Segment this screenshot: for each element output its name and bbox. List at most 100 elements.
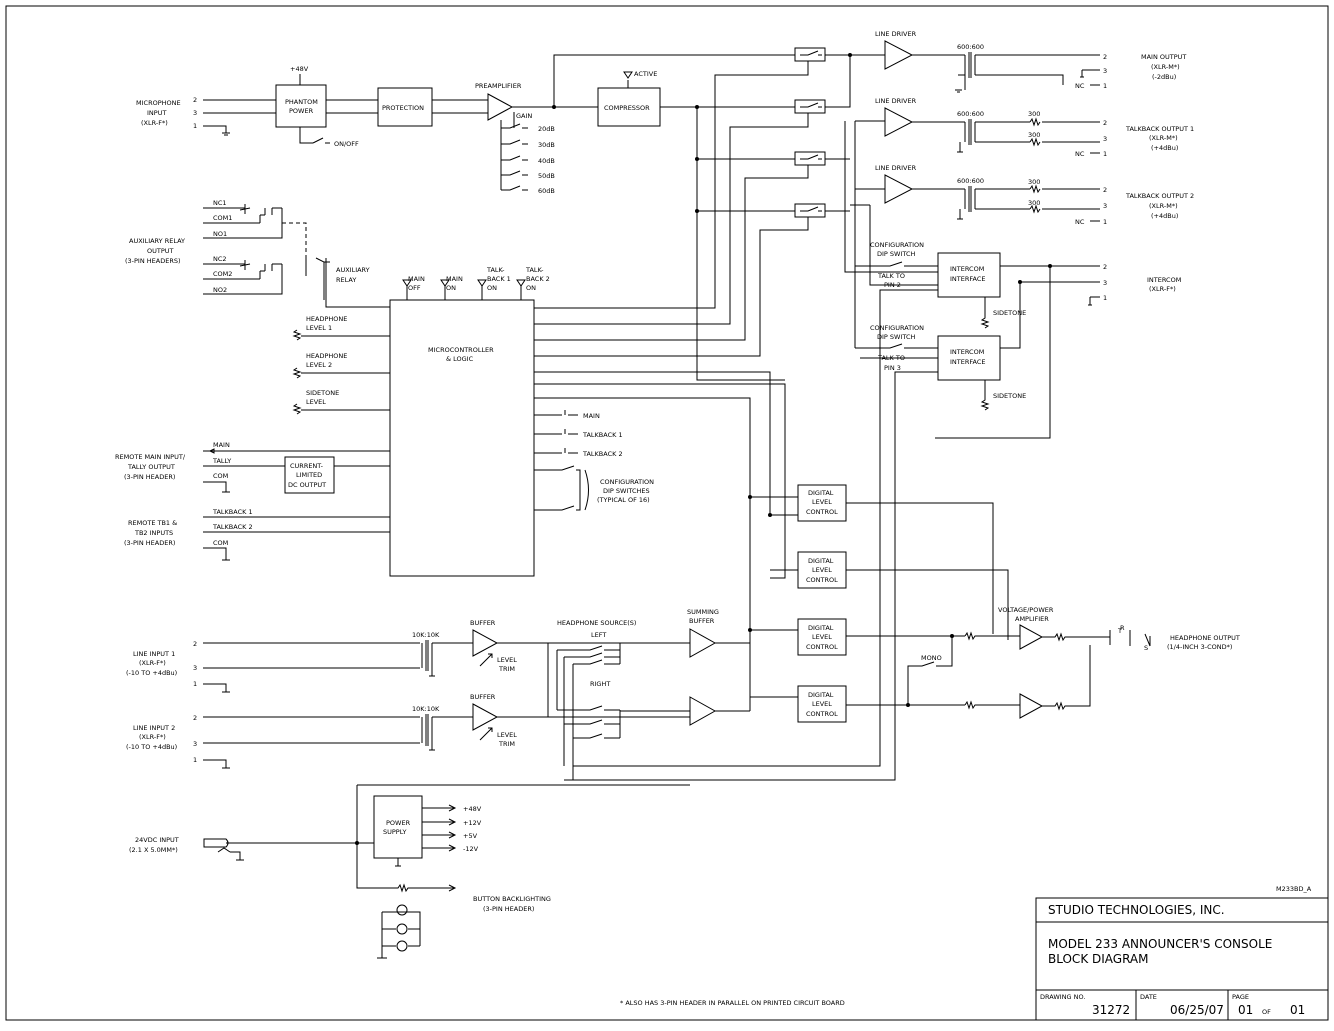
aux-out-label-2: OUTPUT: [147, 247, 174, 255]
preamp-triangle: [487, 93, 514, 121]
vamp-2: AMPLIFIER: [1015, 615, 1049, 623]
tb2-label-3: (+4dBu): [1151, 212, 1178, 220]
rem-pin-com: COM: [213, 472, 228, 480]
doc-id: M233BD_A: [1276, 885, 1312, 893]
mic-label-2: INPUT: [147, 109, 166, 117]
bl-1: BUTTON BACKLIGHTING: [473, 895, 551, 903]
sw-main: MAIN: [583, 412, 600, 420]
cl-label-1: CURRENT-: [290, 462, 324, 470]
hp-lvl2-1: HEADPHONE: [306, 352, 347, 360]
current-limited-block: [284, 456, 335, 494]
status-leds: MAIN OFF MAIN ON TALK- BACK 1 ON TALK- B…: [402, 266, 550, 300]
trim2-2: TRIM: [498, 740, 515, 748]
led-tb1-2: BACK 1: [487, 275, 511, 283]
preamp-label: PREAMPLIFIER: [475, 82, 522, 90]
hp-out-1: HEADPHONE OUTPUT: [1170, 634, 1240, 642]
ps-label-1: POWER: [386, 819, 411, 827]
xfmr-main-label: 600:600: [957, 43, 984, 51]
drawing-border: [5, 5, 1329, 1021]
tb2-label-1: TALKBACK OUTPUT 2: [1125, 192, 1194, 200]
page-total: 01: [1290, 1003, 1305, 1017]
led-main-on-1: MAIN: [446, 275, 463, 283]
drawing-no-label: DRAWING NO.: [1040, 993, 1085, 1001]
output-transformers: 600:600 600:600 600:600: [955, 43, 984, 220]
gain-40db: 40dB: [538, 157, 555, 165]
mcu-label-2: & LOGIC: [446, 355, 474, 363]
li2-xfmr: 10K:10K: [412, 705, 440, 713]
tb2-label-2: (XLR-M*): [1149, 202, 1178, 210]
page-of: OF: [1262, 1008, 1271, 1016]
hp-pin-t: T: [1117, 627, 1122, 635]
icif1-label-1: INTERCOM: [950, 265, 984, 273]
sidetone-1: SIDETONE: [993, 309, 1026, 317]
hp-pin-s: S: [1144, 644, 1148, 652]
dc-in-2: (2.1 X 5.0MM*): [129, 846, 178, 854]
svg-text:LEVEL: LEVEL: [812, 633, 832, 641]
cfg-dips-3: (TYPICAL OF 16): [597, 496, 650, 504]
svg-text:CONTROL: CONTROL: [806, 643, 838, 651]
li1-1: LINE INPUT 1: [133, 650, 175, 658]
sw-tb2: TALKBACK 2: [582, 450, 623, 458]
rem-main-2: TALLY OUTPUT: [127, 463, 175, 471]
svg-text:CONTROL: CONTROL: [806, 710, 838, 718]
com2: COM2: [213, 270, 232, 278]
hp-amp-l: [1019, 624, 1044, 650]
summing-buffer-r: [689, 696, 717, 726]
st-lvl-2: LEVEL: [306, 398, 326, 406]
icif2-label-2: INTERFACE: [950, 358, 986, 366]
sidetone-2: SIDETONE: [993, 392, 1026, 400]
page-number: 01: [1238, 1003, 1253, 1017]
rem-main-3: (3-PIN HEADER): [124, 473, 175, 481]
svg-text:DIGITAL: DIGITAL: [808, 557, 834, 565]
summing-buffer-l: [689, 628, 717, 658]
main-output-label-3: (-2dBu): [1152, 73, 1176, 81]
rail-12: +12V: [463, 819, 482, 827]
led-tb2-1: TALK-: [525, 266, 544, 274]
trim1-2: TRIM: [498, 665, 515, 673]
company-name: STUDIO TECHNOLOGIES, INC.: [1048, 903, 1225, 917]
buffer2-triangle: [472, 703, 499, 731]
footnote: * ALSO HAS 3-PIN HEADER IN PARALLEL ON P…: [620, 999, 845, 1007]
li1-3: (-10 TO +4dBu): [126, 669, 177, 677]
li1-2: (XLR-F*): [139, 659, 166, 667]
rail-48: +48V: [463, 805, 482, 813]
res-tb1b: 300: [1028, 131, 1040, 139]
svg-text:CONTROL: CONTROL: [806, 508, 838, 516]
protection-block: [377, 87, 433, 127]
vamp-1: VOLTAGE/POWER: [998, 606, 1054, 614]
li2-2: (XLR-F*): [139, 733, 166, 741]
res-tb1a: 300: [1028, 110, 1040, 118]
gain-50db: 50dB: [538, 172, 555, 180]
rem-tb-2: TB2 INPUTS: [134, 529, 173, 537]
compressor-active: ACTIVE: [634, 70, 657, 78]
mic-pin3: 3: [193, 109, 197, 117]
cfg2-label-1: CONFIGURATION: [870, 324, 924, 332]
drawing-title-2: BLOCK DIAGRAM: [1048, 952, 1149, 966]
rem-tb-3: (3-PIN HEADER): [124, 539, 175, 547]
rem-pin-tb1: TALKBACK 1: [212, 508, 253, 516]
li2-3: (-10 TO +4dBu): [126, 743, 177, 751]
drawing-title-1: MODEL 233 ANNOUNCER'S CONSOLE: [1048, 937, 1272, 951]
rail-m12: -12V: [463, 845, 479, 853]
title-block: STUDIO TECHNOLOGIES, INC. MODEL 233 ANNO…: [1035, 897, 1329, 1021]
gain-20db: 20dB: [538, 125, 555, 133]
hp-source-switches: [547, 643, 621, 780]
phantom-label-1: PHANTOM: [285, 98, 318, 106]
gain-label: GAIN: [516, 112, 532, 120]
li1-xfmr: 10K:10K: [412, 631, 440, 639]
rem-main-1: REMOTE MAIN INPUT/: [115, 453, 186, 461]
mcu-switches: MAIN TALKBACK 1 TALKBACK 2 CONFIGURATION…: [534, 410, 654, 511]
svg-text:LEVEL: LEVEL: [812, 498, 832, 506]
line-driver-label-2: LINE DRIVER: [875, 97, 917, 105]
tb2-nc: NC: [1075, 218, 1085, 226]
led-tb2-2: BACK 2: [526, 275, 550, 283]
hp-pin-r: R: [1120, 624, 1125, 632]
date-label: DATE: [1140, 993, 1157, 1001]
ps-label-2: SUPPLY: [383, 828, 406, 836]
main-pin1: 1: [1103, 82, 1107, 90]
tb1-label-2: (XLR-M*): [1149, 134, 1178, 142]
buffer1-label: BUFFER: [470, 619, 496, 627]
main-output-label-2: (XLR-M*): [1151, 63, 1180, 71]
tb1-nc: NC: [1075, 150, 1085, 158]
relay-contacts: NC1 COM1 NO1 NC2 COM2 NO2: [203, 199, 330, 300]
